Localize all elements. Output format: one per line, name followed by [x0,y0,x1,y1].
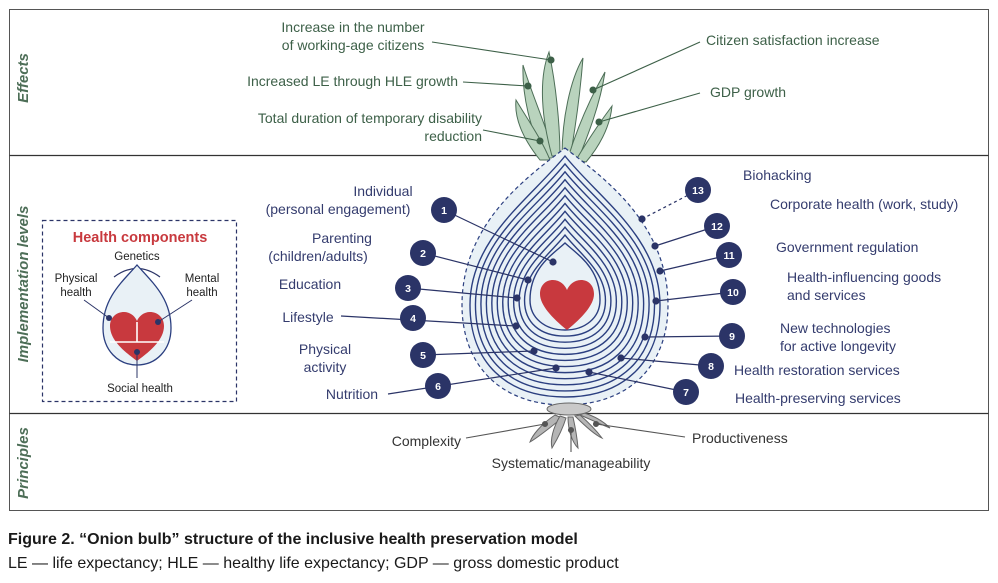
diagram-frame [9,9,989,511]
section-effects: Effects [15,53,32,103]
onion-ring [491,186,639,374]
level-number: 9 [729,331,735,343]
physical-health-line1: Physical [55,273,98,285]
principle-systematic: Systematic/manageability [492,455,651,471]
level-preserving-services: Health-preserving services [735,390,901,406]
level-nutrition: Nutrition [326,386,378,402]
effect-connectors [431,41,701,145]
level-individual-line2: (personal engagement) [266,201,411,217]
level-badge-12: 12 [704,213,730,239]
level-number: 7 [683,387,689,399]
level-parenting-line1: Parenting [312,230,372,246]
level-new-tech-line1: New technologies [780,320,891,336]
level-badge-13: 13 [685,177,711,203]
leaf [541,50,561,157]
effect-disability-line1: Total duration of temporary disability [258,110,482,126]
health-components-box: Health components Genetics Physical heal… [41,219,238,403]
level-corporate-health: Corporate health (work, study) [770,196,958,212]
onion-leaves [515,50,613,163]
level-physical-line1: Physical [299,341,351,357]
level-goods-services-line1: Health-influencing goods [787,269,941,285]
effect-gdp: GDP growth [710,84,786,100]
health-components-title: Health components [73,230,208,246]
level-number: 8 [708,361,714,373]
level-number: 3 [405,283,411,295]
onion-roots [529,402,611,450]
level-individual-line1: Individual [353,183,412,199]
level-biohacking: Biohacking [743,167,812,183]
effect-working-age-line2: of working-age citizens [282,37,424,53]
level-physical-line2: activity [304,359,347,375]
level-education: Education [279,276,341,292]
level-restoration-services: Health restoration services [734,362,900,378]
effect-le-hle: Increased LE through HLE growth [247,73,458,89]
section-principles: Principles [15,427,32,499]
level-badge-6: 6 [425,373,451,399]
leaf [575,104,613,163]
level-connectors-left [340,209,560,395]
level-badge-10: 10 [720,279,746,305]
level-lifestyle: Lifestyle [282,309,334,325]
level-number: 11 [723,250,734,262]
mental-health-line1: Mental [185,273,220,285]
principle-complexity: Complexity [392,433,461,449]
level-badge-4: 4 [400,305,426,331]
physical-health-line2: health [60,287,91,299]
level-badges-right: 13 12 11 10 9 8 7 [673,177,746,405]
level-new-tech-line2: for active longevity [780,338,896,354]
principle-productiveness: Productiveness [692,430,788,446]
onion-ring [518,226,612,343]
level-badge-1: 1 [431,197,457,223]
leaf [515,98,551,161]
level-government-regulation: Government regulation [776,239,918,255]
level-number: 6 [435,381,441,393]
figure-caption-title: Figure 2. “Onion bulb” structure of the … [8,531,578,548]
principle-connectors [465,420,686,452]
onion-ring [512,218,618,349]
effect-satisfaction: Citizen satisfaction increase [706,32,880,48]
leaf [567,71,606,161]
level-parenting-line2: (children/adults) [268,248,368,264]
level-badge-9: 9 [719,323,745,349]
onion-ring [507,210,623,356]
figure-caption-subtitle: LE — life expectancy; HLE — healthy life… [8,555,619,572]
onion-ring [496,194,634,368]
level-number: 4 [410,313,416,325]
level-badges-left: 1 2 3 4 5 6 [395,197,457,399]
level-number: 5 [420,350,426,362]
level-number: 2 [420,248,426,260]
leaf [561,57,584,159]
onion-bulb [461,147,669,406]
section-implementation: Implementation levels [15,206,32,363]
level-badge-5: 5 [410,342,436,368]
onion-ring [469,154,661,398]
level-number: 1 [441,205,447,217]
level-number: 10 [727,287,739,299]
effect-disability-line2: reduction [424,128,482,144]
level-number: 12 [711,221,723,233]
onion-ring [485,178,645,380]
onion-ring [474,162,656,392]
genetics-label: Genetics [114,251,160,263]
mental-health-line2: health [186,287,217,299]
onion-ring [523,233,607,337]
health-components-frame [41,219,238,403]
level-badge-3: 3 [395,275,421,301]
level-badge-11: 11 [716,242,742,268]
level-badge-8: 8 [698,353,724,379]
onion-ring [480,170,650,386]
level-badge-2: 2 [410,240,436,266]
level-goods-services-line2: and services [787,287,866,303]
social-health-label: Social health [107,383,173,395]
heart-icon [540,280,594,330]
level-badge-7: 7 [673,379,699,405]
onion-rings [469,154,661,398]
onion-ring [502,202,628,362]
effect-working-age-line1: Increase in the number [281,19,425,35]
level-number: 13 [692,185,704,197]
